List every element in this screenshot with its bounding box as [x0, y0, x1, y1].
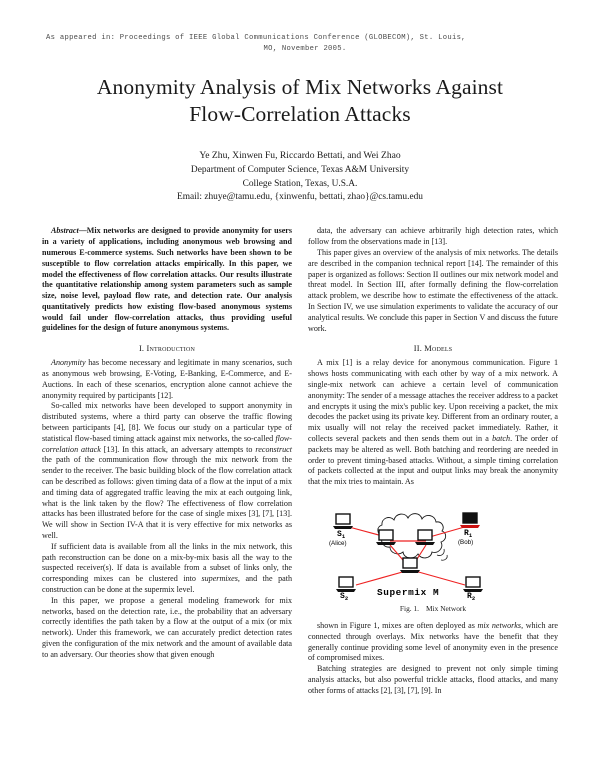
- section-name-1: Introduction: [146, 344, 196, 354]
- paragraph: Batching strategies are designed to prev…: [308, 664, 558, 696]
- author-names: Ye Zhu, Xinwen Fu, Riccardo Bettati, and…: [199, 150, 401, 162]
- publication-stamp-line1: As appeared in: Proceedings of IEEE Glob…: [46, 34, 466, 42]
- node-label-s1: S1: [337, 529, 346, 540]
- node-label-r2-sub: 2: [471, 594, 476, 602]
- section-name-2: Models: [424, 344, 453, 354]
- abstract-lead: Abstract—: [51, 226, 87, 236]
- page-title-line2: Flow-Correlation Attacks: [189, 102, 411, 127]
- right-column-paragraphs-bottom: shown in Figure 1, mixes are often deplo…: [308, 621, 558, 697]
- node-label-s1-sub: 1: [341, 532, 346, 540]
- laptop-icon-s2: [336, 576, 356, 592]
- abstract: Abstract—Mix networks are designed to pr…: [42, 226, 292, 334]
- emphasis-text: batch: [492, 433, 511, 443]
- body-text: If sufficient data is available from all…: [42, 541, 292, 584]
- body-text: Batching strategies are designed to prev…: [308, 664, 558, 695]
- left-column: Abstract—Mix networks are designed to pr…: [42, 226, 292, 696]
- body-text: , and the path construction can be done …: [42, 574, 292, 594]
- body-text: [13]. In this attack, an adversary attem…: [100, 444, 256, 454]
- node-label-s2: S2: [340, 591, 349, 602]
- body-text: . The order of packets may be altered as…: [308, 433, 558, 487]
- paragraph: shown in Figure 1, mixes are often deplo…: [308, 621, 558, 664]
- laptop-icon-r1: [460, 512, 480, 528]
- paragraph: In this paper, we propose a general mode…: [42, 596, 292, 661]
- node-sublabel-r1: (Bob): [458, 538, 474, 546]
- node-label-r1: R1: [464, 528, 473, 539]
- laptop-icon-r2: [463, 576, 483, 592]
- emphasis-text: Anonymity: [51, 358, 86, 368]
- mix-network-diagram: [333, 512, 483, 592]
- figure-1: S1 (Alice) R1 (Bob) S2 R2 Supermix M Fig…: [308, 497, 558, 613]
- emphasis-text: reconstruct: [255, 444, 292, 454]
- section-number-1: I.: [138, 344, 145, 354]
- paragraph: If sufficient data is available from all…: [42, 542, 292, 596]
- right-column: data, the adversary can achieve arbitrar…: [308, 226, 558, 696]
- laptop-icon-mix-3: [400, 557, 420, 573]
- figure-1-caption-label: Fig. 1.: [399, 603, 420, 613]
- laptop-icon-mix-1: [376, 529, 396, 545]
- body-text: So-called mix networks have been develop…: [42, 401, 292, 443]
- body-text: This paper gives an overview of the anal…: [308, 247, 558, 333]
- figure-1-caption: Fig. 1. Mix Network: [308, 604, 558, 613]
- body-text: A mix [1] is a relay device for anonymou…: [308, 358, 558, 443]
- paragraph: This paper gives an overview of the anal…: [308, 248, 558, 334]
- body-text: has become necessary and legitimate in m…: [42, 358, 292, 400]
- supermix-label: Supermix M: [377, 586, 440, 598]
- publication-stamp-line2: MO, November 2005.: [263, 45, 347, 54]
- author-block: Ye Zhu, Xinwen Fu, Riccardo Bettati, and…: [0, 149, 600, 205]
- body-text: data, the adversary can achieve arbitrar…: [308, 226, 558, 247]
- section-heading-introduction: I. Introduction: [42, 344, 292, 353]
- laptop-icon-mix-2: [415, 529, 435, 545]
- publication-stamp: As appeared in: Proceedings of IEEE Glob…: [0, 0, 600, 55]
- page-title-line1: Anonymity Analysis of Mix Networks Again…: [96, 75, 504, 100]
- body-text: In this paper, we propose a general mode…: [42, 595, 292, 659]
- left-column-paragraphs: Anonymity has become necessary and legit…: [42, 358, 292, 660]
- body-text: , which are connected through overlays. …: [308, 620, 558, 663]
- body-columns: Abstract—Mix networks are designed to pr…: [42, 226, 558, 696]
- section-heading-models: II. Models: [308, 344, 558, 353]
- section-number-2: II.: [413, 344, 422, 354]
- author-affiliation: Department of Computer Science, Texas A&…: [190, 164, 410, 175]
- body-text: the path of the communication flow throu…: [42, 455, 292, 540]
- node-label-r1-sub: 1: [468, 531, 473, 539]
- right-column-paragraphs-top: data, the adversary can achieve arbitrar…: [308, 226, 558, 334]
- emphasis-text: flow-correlation attack: [42, 433, 292, 454]
- figure-1-graphic: S1 (Alice) R1 (Bob) S2 R2 Supermix M: [308, 497, 558, 602]
- laptop-icons: [333, 512, 483, 592]
- right-column-paragraphs-models: A mix [1] is a relay device for anonymou…: [308, 358, 558, 488]
- emphasis-text: mix networks: [477, 620, 522, 630]
- author-location: College Station, Texas, U.S.A.: [242, 178, 358, 189]
- laptop-icon-s1: [333, 513, 353, 529]
- paragraph: So-called mix networks have been develop…: [42, 401, 292, 541]
- cloud-icon: [377, 513, 448, 561]
- emphasis-text: supermixes: [201, 574, 238, 584]
- paragraph: A mix [1] is a relay device for anonymou…: [308, 358, 558, 488]
- author-email: Email: zhuye@tamu.edu, {xinwenfu, bettat…: [177, 192, 423, 203]
- figure-1-caption-text: Mix Network: [426, 603, 467, 613]
- node-label-s2-sub: 2: [344, 594, 349, 602]
- paragraph: Anonymity has become necessary and legit…: [42, 358, 292, 401]
- node-label-r2: R2: [467, 591, 476, 602]
- abstract-text: Mix networks are designed to provide ano…: [42, 226, 292, 333]
- body-text: shown in Figure 1, mixes are often deplo…: [317, 620, 478, 630]
- network-links: [348, 525, 469, 586]
- node-sublabel-s1: (Alice): [329, 539, 347, 547]
- page-title: Anonymity Analysis of Mix Networks Again…: [54, 74, 546, 128]
- paragraph: data, the adversary can achieve arbitrar…: [308, 226, 558, 248]
